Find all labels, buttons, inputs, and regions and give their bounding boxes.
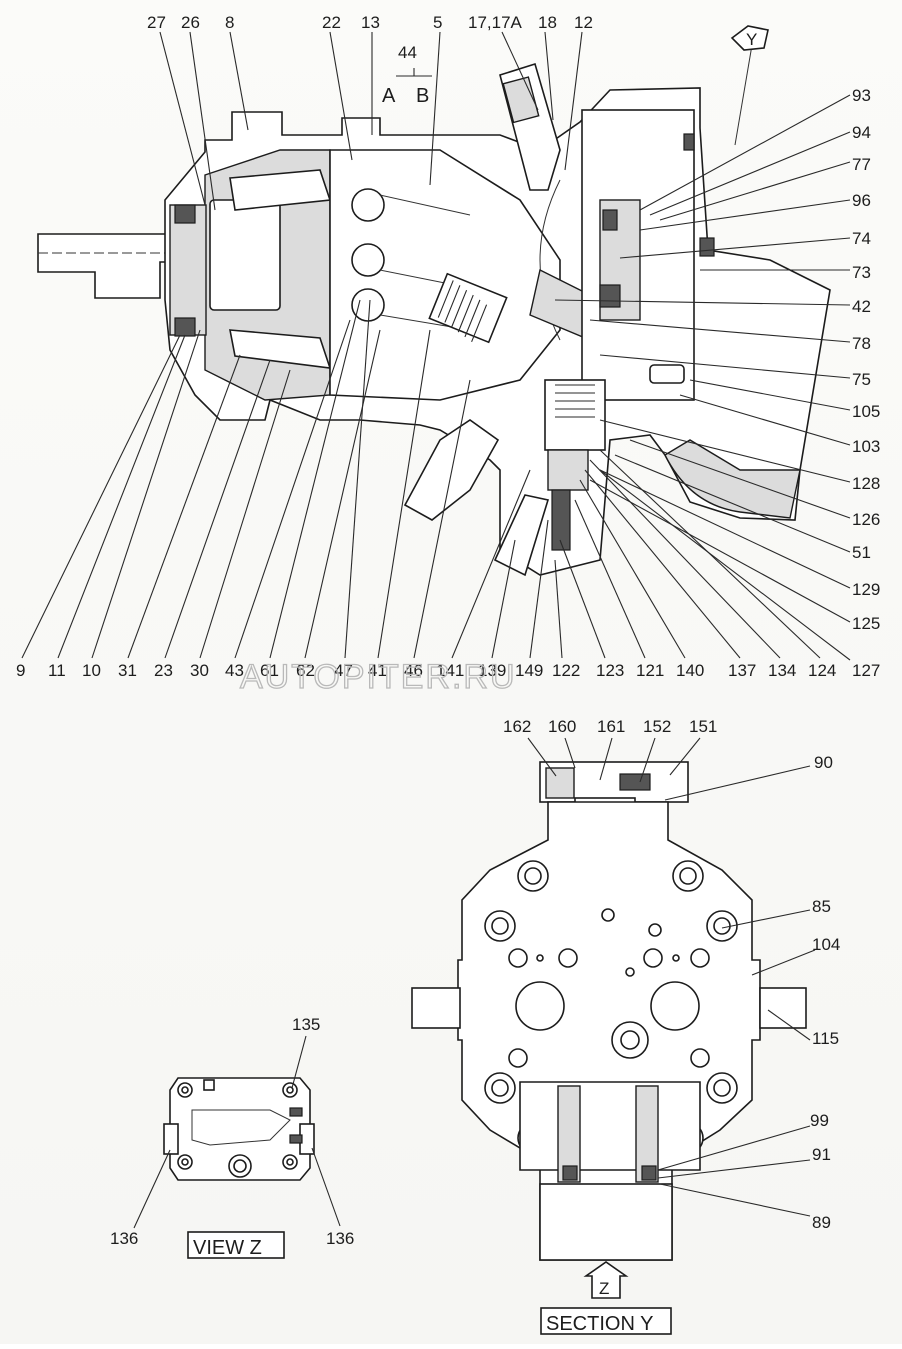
label-90: 90 <box>814 753 833 772</box>
label-44: 44 <box>398 43 417 62</box>
label-123: 123 <box>596 661 624 680</box>
svg-text:VIEW Z: VIEW Z <box>193 1237 262 1259</box>
label-135: 135 <box>292 1015 320 1034</box>
label-149: 149 <box>515 661 543 680</box>
svg-text:SECTION Y: SECTION Y <box>546 1313 653 1335</box>
label-161: 161 <box>597 717 625 736</box>
label-105: 105 <box>852 402 880 421</box>
section-y-caption: SECTION Y <box>540 1307 672 1335</box>
label-124: 124 <box>808 661 836 680</box>
label-96: 96 <box>852 191 871 210</box>
top-labels: 27 26 8 22 13 5 17,17A 18 12 44 A B <box>147 13 593 107</box>
label-27: 27 <box>147 13 166 32</box>
label-160: 160 <box>548 717 576 736</box>
label-136-right: 136 <box>326 1229 354 1248</box>
label-122: 122 <box>552 661 580 680</box>
label-121: 121 <box>636 661 664 680</box>
label-136-left: 136 <box>110 1229 138 1248</box>
view-z-drawing <box>163 1077 315 1181</box>
view-z-caption: VIEW Z <box>187 1231 285 1259</box>
label-94: 94 <box>852 123 871 142</box>
label-139: 139 <box>478 661 506 680</box>
label-30: 30 <box>190 661 209 680</box>
label-115: 115 <box>812 1029 839 1048</box>
label-12: 12 <box>574 13 593 32</box>
label-85: 85 <box>812 897 831 916</box>
label-47: 47 <box>334 661 353 680</box>
watermark: AUTOPITER.RU <box>240 658 517 696</box>
section-y-drawing <box>411 761 807 1261</box>
label-8: 8 <box>225 13 234 32</box>
leader-lines-section-y <box>527 737 816 1217</box>
label-89: 89 <box>812 1213 831 1232</box>
label-91: 91 <box>812 1145 831 1164</box>
label-10: 10 <box>82 661 101 680</box>
label-162: 162 <box>503 717 531 736</box>
label-126: 126 <box>852 510 880 529</box>
label-78: 78 <box>852 334 871 353</box>
label-134: 134 <box>768 661 796 680</box>
label-77: 77 <box>852 155 871 174</box>
label-13: 13 <box>361 13 380 32</box>
label-75: 75 <box>852 370 871 389</box>
label-46: 46 <box>404 661 423 680</box>
svg-text:Y: Y <box>746 30 757 49</box>
label-125: 125 <box>852 614 880 633</box>
label-104: 104 <box>812 935 840 954</box>
svg-text:Z: Z <box>599 1279 609 1298</box>
view-y-marker: Y <box>730 25 769 51</box>
label-129: 129 <box>852 580 880 599</box>
label-23: 23 <box>154 661 173 680</box>
label-141: 141 <box>436 661 464 680</box>
bottom-labels: 9 11 10 31 23 30 43 61 62 47 41 46 141 1… <box>16 661 836 680</box>
section-y-labels: 162 160 161 152 151 90 85 104 115 99 91 … <box>503 717 840 1232</box>
label-151: 151 <box>689 717 717 736</box>
label-9: 9 <box>16 661 25 680</box>
label-18: 18 <box>538 13 557 32</box>
label-22: 22 <box>322 13 341 32</box>
label-93: 93 <box>852 86 871 105</box>
label-62: 62 <box>296 661 315 680</box>
label-17-17a: 17,17A <box>468 13 523 32</box>
label-99: 99 <box>810 1111 829 1130</box>
label-26: 26 <box>181 13 200 32</box>
leader-lines-view-z <box>133 1035 341 1229</box>
label-128: 128 <box>852 474 880 493</box>
label-41: 41 <box>368 661 387 680</box>
leader-lines-top <box>21 31 851 661</box>
label-b: B <box>416 85 429 107</box>
label-140: 140 <box>676 661 704 680</box>
label-11: 11 <box>48 661 66 680</box>
label-42: 42 <box>852 297 871 316</box>
label-31: 31 <box>118 661 137 680</box>
label-73: 73 <box>852 263 871 282</box>
label-51: 51 <box>852 543 871 562</box>
label-74: 74 <box>852 229 871 248</box>
label-a: A <box>382 85 396 107</box>
label-137: 137 <box>728 661 756 680</box>
label-127: 127 <box>852 661 880 680</box>
label-61: 61 <box>260 661 279 680</box>
label-5: 5 <box>433 13 442 32</box>
view-z-labels: 135 136 136 <box>110 1015 354 1248</box>
right-labels: 93 94 77 96 74 73 42 78 75 105 103 128 1… <box>852 86 880 680</box>
view-z-arrow: Z <box>583 1261 629 1299</box>
label-152: 152 <box>643 717 671 736</box>
label-43: 43 <box>225 661 244 680</box>
label-103: 103 <box>852 437 880 456</box>
